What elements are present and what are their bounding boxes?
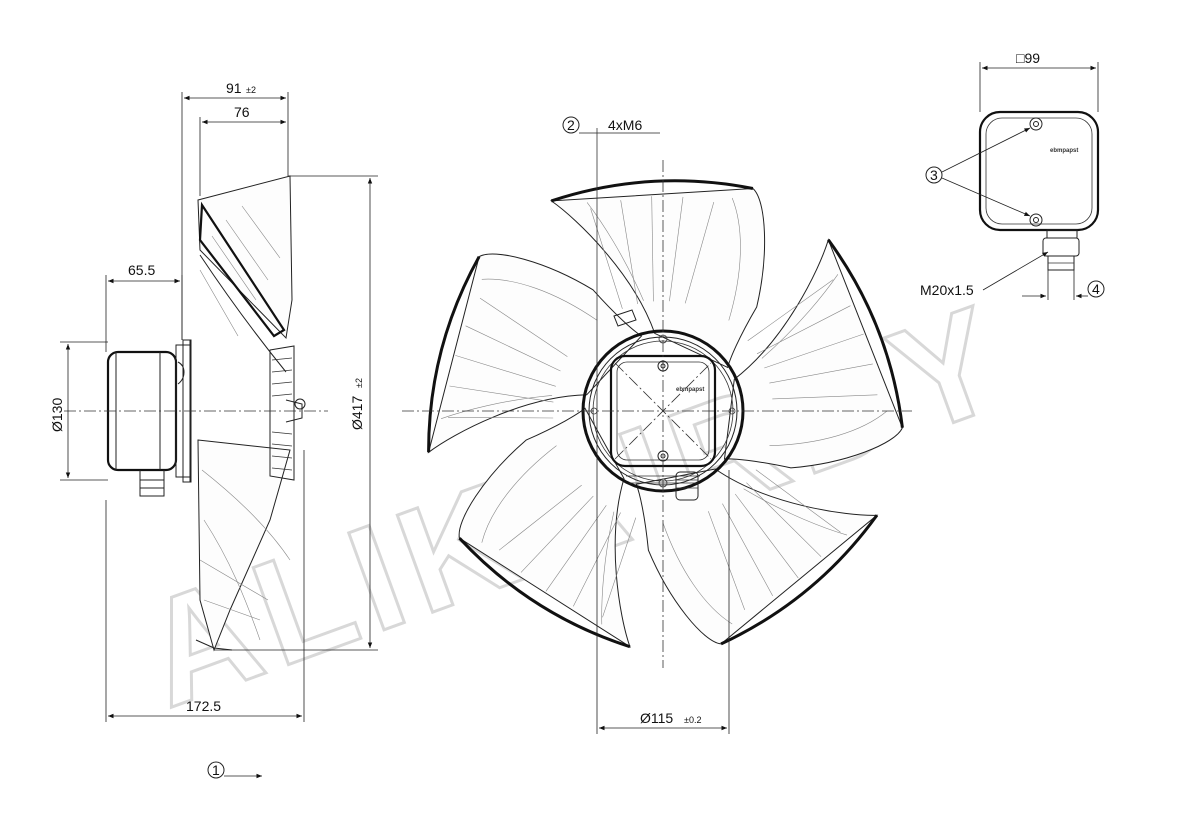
blade-vane-line	[520, 495, 594, 573]
blade-vane-line	[651, 196, 654, 302]
blade-tip-edge	[550, 179, 754, 203]
gland-label: M20x1.5	[920, 282, 974, 298]
dimension-99: □99	[979, 50, 1099, 112]
blade-vane-line	[764, 333, 864, 369]
blade-inner-contour	[481, 445, 615, 625]
dimension-65-5: 65.5	[105, 262, 183, 352]
front-logo: ebmpapst	[676, 387, 704, 393]
dim-172-5-label: 172.5	[186, 698, 221, 714]
blade-tip-edge	[427, 255, 481, 453]
blade-vane-line	[465, 325, 561, 372]
dimension-76: 76	[199, 104, 286, 196]
callout-2: 2 4xM6	[562, 116, 660, 330]
front-view: ebmpapst 2 4xM6 Ø115	[402, 116, 912, 734]
blade-vane-line	[722, 503, 773, 597]
gland-spec: M20x1.5	[920, 251, 1049, 298]
dim-417-label: Ø417	[349, 396, 365, 430]
blade-vane-line	[772, 394, 878, 400]
blade-vane-line	[545, 505, 607, 592]
blade-vane-line	[684, 202, 715, 304]
dimension-130: Ø130	[49, 341, 108, 481]
blade-tip-edge	[458, 537, 631, 649]
callout-3: 3	[925, 127, 1031, 217]
blade-inner-contour	[662, 488, 848, 625]
mount-holes-label: 4xM6	[608, 117, 642, 133]
fan-blade	[427, 253, 643, 454]
blade-tip-edge	[720, 514, 879, 646]
side-view: 91 ±2 76 65.5 Ø130 Ø417 ±2	[49, 80, 378, 779]
dimension-172-5: 172.5	[105, 450, 305, 722]
callout-4-label: 4	[1092, 281, 1100, 297]
blade-vane-line	[498, 484, 582, 551]
fan-blade	[549, 187, 766, 369]
blade-vane-line	[755, 469, 841, 533]
blade-vane-line	[769, 363, 873, 384]
dimension-115: Ø115 ±0.2	[596, 330, 730, 734]
blade-inner-contour	[441, 278, 598, 419]
callout-4: 4	[1022, 270, 1105, 300]
dimension-417: Ø417 ±2	[214, 175, 378, 651]
blade-inner-contour	[761, 274, 888, 446]
blade-vane-line	[455, 355, 556, 387]
dim-115-tolerance: ±0.2	[684, 715, 701, 725]
dim-91-tolerance: ±2	[246, 85, 256, 95]
dim-417-tolerance: ±2	[354, 378, 364, 388]
blade-vane-line	[669, 196, 684, 302]
callout-1-label: 1	[212, 762, 220, 778]
dim-76-label: 76	[234, 104, 250, 120]
callout-1: 1	[207, 761, 262, 779]
blade-vane-line	[756, 305, 851, 355]
dim-91-label: 91	[226, 80, 242, 96]
blade-vane-line	[590, 208, 623, 309]
blade-inner-contour	[586, 197, 741, 321]
dim-65-5-label: 65.5	[128, 262, 155, 278]
blade-vane-line	[746, 482, 822, 557]
fan-blade	[458, 407, 631, 648]
blade-vane-line	[479, 297, 568, 357]
terminal-box-view: ebmpapst □99 3 M20x1.5	[920, 50, 1105, 300]
callout-2-label: 2	[567, 117, 575, 133]
dim-130-label: Ø130	[49, 398, 65, 432]
blade-vane-line	[747, 279, 834, 342]
blade-vane-line	[448, 417, 554, 419]
side-blades	[195, 175, 306, 652]
blade-vane-line	[620, 200, 638, 305]
cable-gland	[1042, 229, 1080, 271]
blade-vane-line	[449, 385, 554, 403]
terminal-box-outline	[978, 110, 1100, 232]
fan-blade	[635, 468, 879, 645]
callout-3-label: 3	[930, 167, 938, 183]
blade-vane-line	[734, 493, 799, 579]
blade-vane-line	[708, 511, 745, 611]
terminal-box-logo: ebmpapst	[1050, 148, 1078, 154]
dim-99-label: □99	[1016, 50, 1040, 66]
blade-tip-edge	[827, 238, 904, 428]
blade-vane-line	[602, 517, 637, 618]
dim-115-label: Ø115	[640, 710, 673, 726]
motor-body	[106, 339, 192, 497]
